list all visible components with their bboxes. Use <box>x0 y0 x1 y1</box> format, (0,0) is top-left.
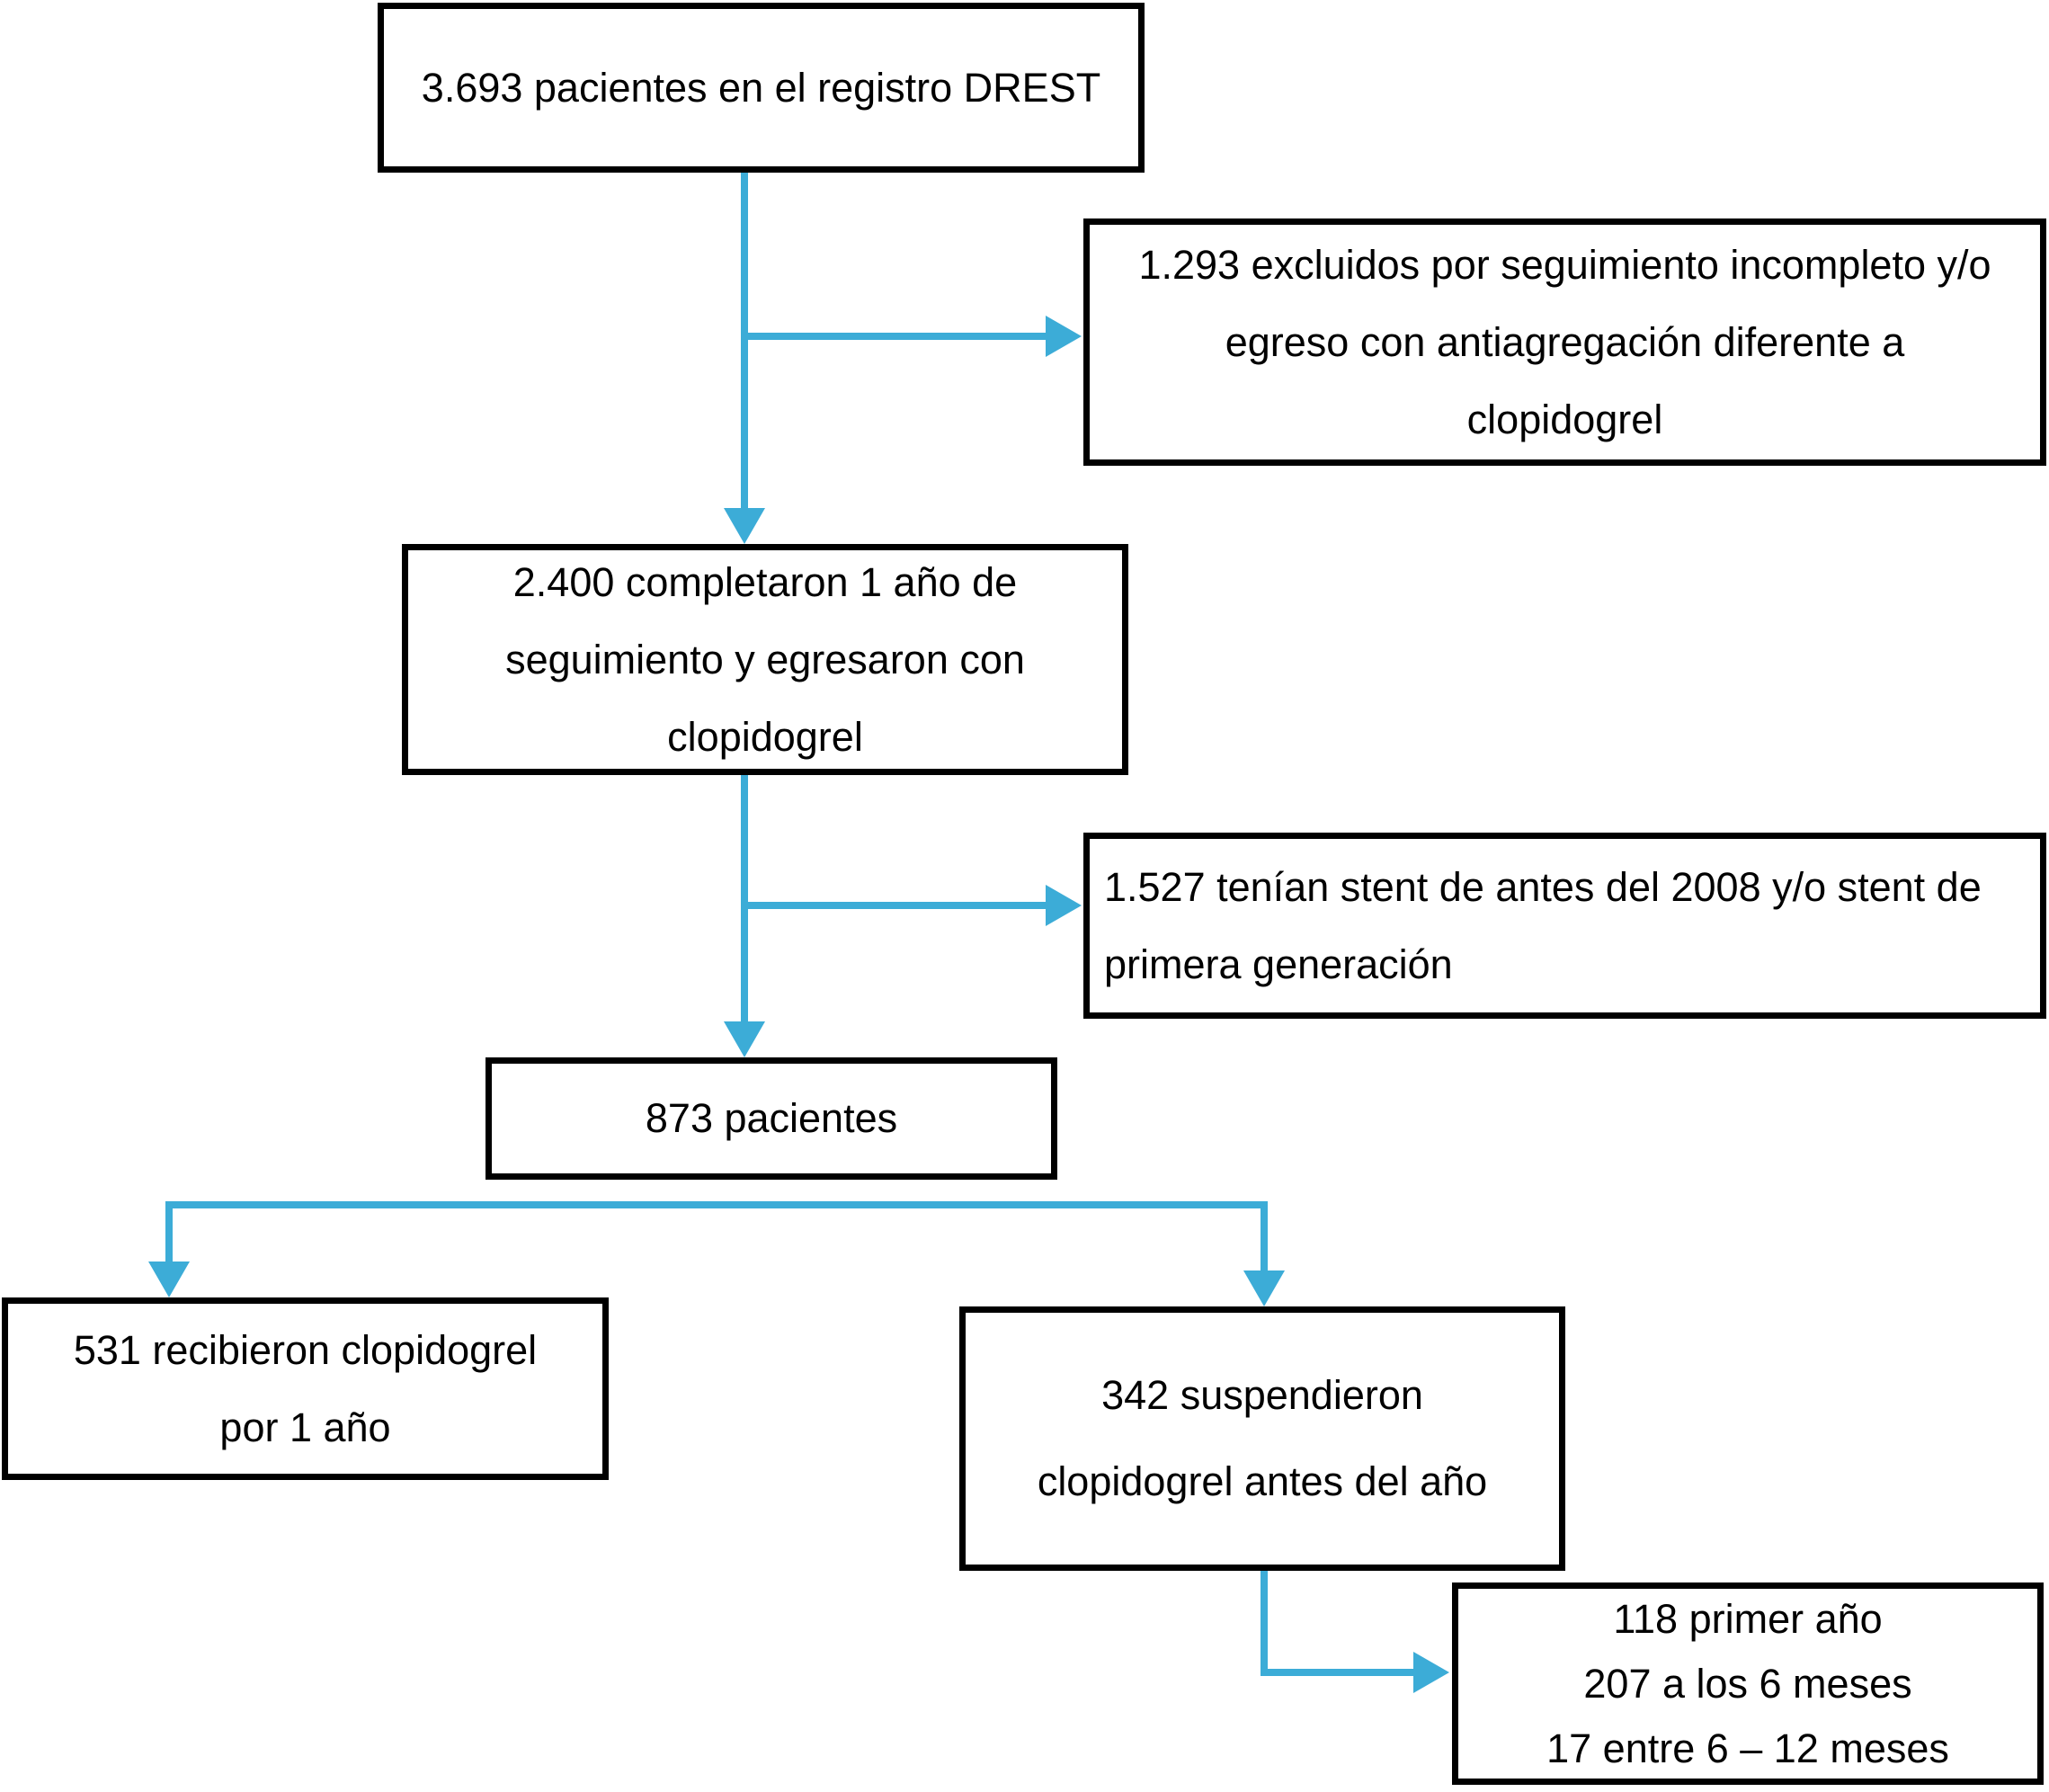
node-line: 3.693 pacientes en el registro DREST <box>421 64 1101 111</box>
node-line: seguimiento y egresaron con <box>505 636 1025 682</box>
node-line: 342 suspendieron <box>1101 1372 1423 1418</box>
node-line: 118 primer año <box>1613 1595 1883 1642</box>
arrow-suspended-to-timing-hline <box>1261 1669 1413 1676</box>
arrow-completed-to-patients-head <box>724 1021 765 1057</box>
node-timing: 118 primer año 207 a los 6 meses 17 entr… <box>1452 1582 2044 1785</box>
node-line: 1.527 tenían stent de antes del 2008 y/o… <box>1104 863 1982 910</box>
node-line: egreso con antiagregación diferente a <box>1225 318 1905 365</box>
node-line: 17 entre 6 – 12 meses <box>1546 1725 1949 1771</box>
arrow-to-received-line <box>165 1201 173 1262</box>
arrow-to-suspended-line <box>1261 1201 1268 1270</box>
node-excluded: 1.293 excluidos por seguimiento incomple… <box>1083 218 2046 466</box>
arrow-completed-to-patients-line <box>741 775 748 1023</box>
node-line: 873 pacientes <box>645 1095 898 1141</box>
arrow-branch-to-excluded-line <box>744 333 1047 340</box>
node-line: clopidogrel <box>667 713 863 760</box>
arrow-suspended-to-timing-vline <box>1261 1571 1268 1676</box>
node-line: 2.400 completaron 1 año de <box>512 558 1018 605</box>
arrow-branch-to-stent-line <box>744 902 1047 909</box>
arrow-to-received-head <box>148 1262 190 1297</box>
node-line: 207 a los 6 meses <box>1583 1660 1912 1707</box>
arrow-to-suspended-head <box>1243 1270 1285 1306</box>
node-line: clopidogrel <box>1466 396 1663 442</box>
arrow-registry-to-completed-line <box>741 173 748 510</box>
arrow-suspended-to-timing-head <box>1413 1652 1449 1693</box>
arrow-branch-to-stent-head <box>1046 885 1082 926</box>
node-line: primera generación <box>1104 941 1453 987</box>
node-received: 531 recibieron clopidogrel por 1 año <box>2 1297 609 1480</box>
node-completed: 2.400 completaron 1 año de seguimiento y… <box>402 544 1128 775</box>
arrow-branch-to-excluded-head <box>1046 316 1082 357</box>
node-line: 531 recibieron clopidogrel <box>73 1326 538 1373</box>
node-patients: 873 pacientes <box>486 1057 1057 1180</box>
arrow-registry-to-completed-head <box>724 508 765 544</box>
node-line: clopidogrel antes del año <box>1037 1458 1488 1504</box>
node-suspended: 342 suspendieron clopidogrel antes del a… <box>959 1306 1565 1571</box>
node-registry: 3.693 pacientes en el registro DREST <box>378 3 1145 173</box>
node-line: 1.293 excluidos por seguimiento incomple… <box>1138 241 1991 288</box>
node-line: por 1 año <box>219 1404 391 1450</box>
node-stent: 1.527 tenían stent de antes del 2008 y/o… <box>1083 833 2046 1019</box>
split-rail-line <box>169 1201 1268 1208</box>
